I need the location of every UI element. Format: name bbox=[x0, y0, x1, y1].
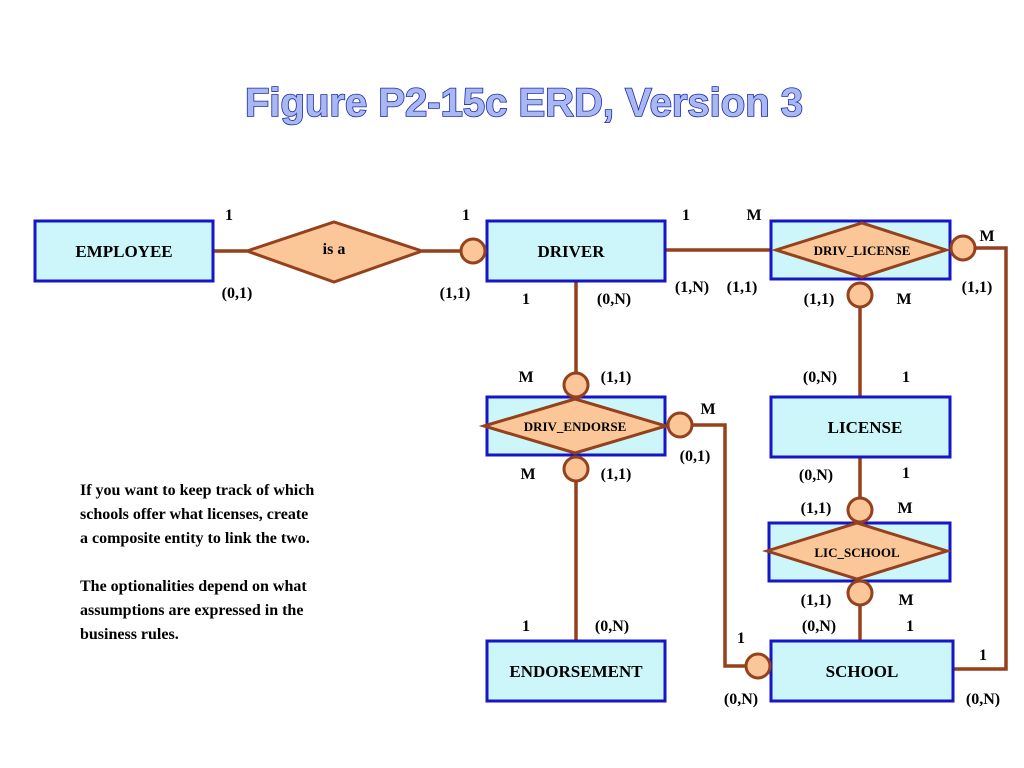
relationship-driv-license-label: DRIV_LICENSE bbox=[814, 243, 911, 258]
optional-circle bbox=[949, 234, 977, 262]
cardinality-label: M bbox=[896, 291, 911, 308]
cardinality-label: M bbox=[520, 466, 535, 483]
relationship-driv-endorse: DRIV_ENDORSE bbox=[478, 397, 672, 455]
cardinality-label: 1 bbox=[522, 291, 530, 308]
cardinality-label: 1 bbox=[979, 647, 987, 664]
relationship-driv-endorse-label: DRIV_ENDORSE bbox=[524, 419, 627, 434]
optionality-label: (0,N) bbox=[595, 618, 629, 635]
optionality-label: (1,1) bbox=[440, 285, 471, 302]
cardinality-label: M bbox=[897, 500, 912, 517]
cardinality-label: M bbox=[746, 207, 761, 224]
optional-circle bbox=[562, 371, 590, 399]
optional-circle bbox=[846, 496, 874, 524]
entity-driver-label: DRIVER bbox=[537, 242, 605, 261]
optional-circles bbox=[459, 234, 977, 680]
relationship-driv-license: DRIV_LICENSE bbox=[770, 221, 951, 279]
cardinality-label: M bbox=[979, 228, 994, 245]
line-drivendorse-school bbox=[693, 423, 745, 668]
entity-license-label: LICENSE bbox=[828, 418, 903, 437]
optional-circle bbox=[666, 411, 694, 439]
optionality-label: (0,1) bbox=[222, 285, 253, 302]
optionality-label: (0,N) bbox=[724, 691, 758, 708]
entity-endorsement: ENDORSEMENT bbox=[485, 639, 667, 703]
entity-endorsement-label: ENDORSEMENT bbox=[509, 662, 643, 681]
connector-lines bbox=[213, 246, 1008, 671]
optionality-label: (1,1) bbox=[801, 500, 832, 517]
note-line: If you want to keep track of which bbox=[80, 482, 314, 499]
optionality-label: (1,1) bbox=[601, 369, 632, 386]
entity-employee-label: EMPLOYEE bbox=[75, 242, 172, 261]
relationship-lic-school-label: LIC_SCHOOL bbox=[814, 545, 900, 560]
note-line: schools offer what licenses, create bbox=[80, 506, 308, 523]
cardinality-label: M bbox=[898, 592, 913, 609]
explanatory-note: If you want to keep track of which schoo… bbox=[80, 482, 314, 643]
optionality-label: (0,N) bbox=[802, 618, 836, 635]
cardinality-label: 1 bbox=[902, 369, 910, 386]
optional-circle bbox=[846, 579, 874, 607]
optional-circle bbox=[744, 652, 772, 680]
optionality-label: (1,1) bbox=[601, 466, 632, 483]
cardinality-label: 1 bbox=[522, 618, 530, 635]
cardinality-label: 1 bbox=[225, 207, 233, 224]
entity-school: SCHOOL bbox=[769, 639, 955, 703]
note-line: a composite entity to link the two. bbox=[80, 530, 310, 547]
optionality-label: (0,N) bbox=[966, 691, 1000, 708]
optionality-label: (0,N) bbox=[799, 467, 833, 484]
optionality-label: (1,1) bbox=[804, 291, 835, 308]
optionality-label: (1,N) bbox=[675, 279, 709, 296]
optional-circle bbox=[459, 237, 487, 265]
note-line: business rules. bbox=[80, 626, 179, 643]
entity-employee: EMPLOYEE bbox=[33, 219, 215, 283]
cardinality-label: 1 bbox=[682, 207, 690, 224]
cardinality-label: 1 bbox=[906, 618, 914, 635]
relationship-is-a: is a bbox=[242, 220, 427, 284]
optionality-label: (0,N) bbox=[803, 369, 837, 386]
entity-license: LICENSE bbox=[769, 395, 952, 459]
entity-driver: DRIVER bbox=[485, 219, 667, 283]
line-drivlicense-school bbox=[953, 246, 1008, 671]
optional-circle bbox=[846, 281, 874, 309]
optionality-label: (1,1) bbox=[727, 279, 758, 296]
relationship-lic-school: LIC_SCHOOL bbox=[761, 521, 953, 581]
cardinality-label: 1 bbox=[737, 630, 745, 647]
cardinality-label: M bbox=[518, 369, 533, 386]
optionality-label: (1,1) bbox=[801, 592, 832, 609]
optionality-label: (0,N) bbox=[597, 291, 631, 308]
optionality-label: (0,1) bbox=[680, 448, 711, 465]
relationship-is-a-label: is a bbox=[323, 241, 346, 258]
cardinality-label: 1 bbox=[462, 207, 470, 224]
optionality-label: (1,1) bbox=[962, 279, 993, 296]
cardinality-label: 1 bbox=[902, 465, 910, 482]
note-line: assumptions are expressed in the bbox=[80, 602, 303, 619]
note-line: The optionalities depend on what bbox=[80, 578, 307, 595]
figure-title: Figure P2-15c ERD, Version 3 bbox=[245, 81, 803, 125]
optional-circle bbox=[562, 455, 590, 483]
entity-school-label: SCHOOL bbox=[826, 662, 899, 681]
cardinality-labels: 1 (0,1) 1 (1,1) 1 (1,N) M (1,1) M (1,1) … bbox=[222, 207, 1000, 708]
cardinality-label: M bbox=[700, 401, 715, 418]
